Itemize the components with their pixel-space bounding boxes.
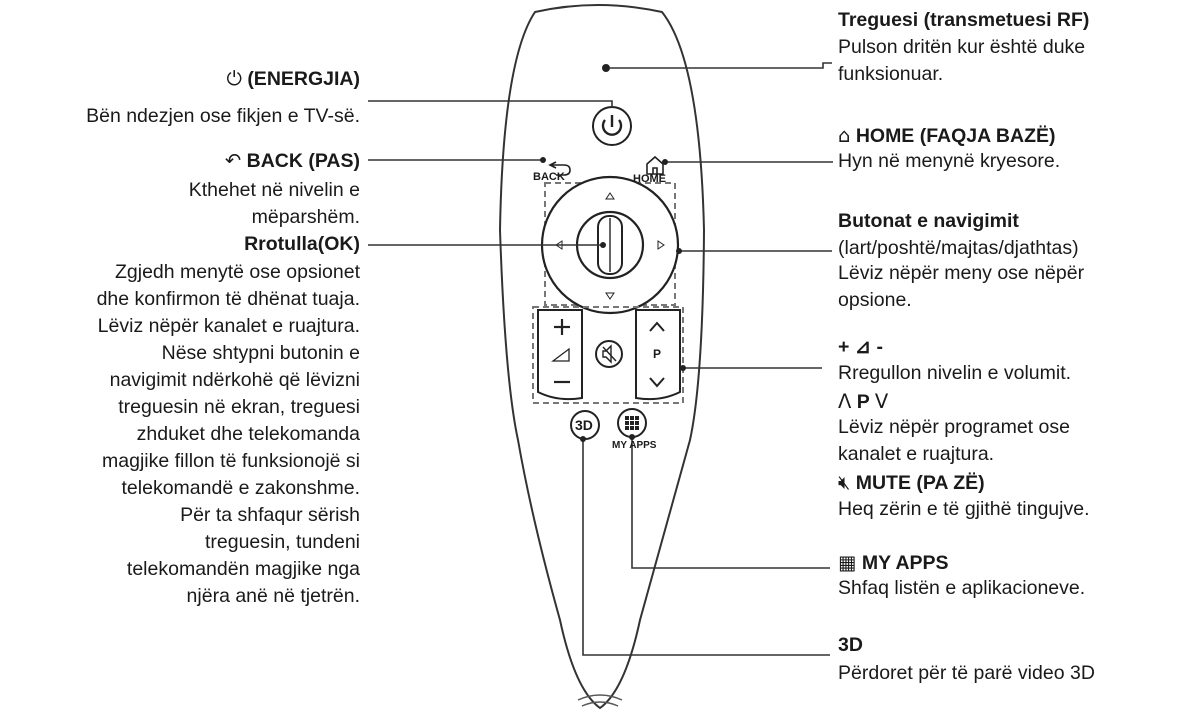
back-button[interactable] — [548, 161, 571, 176]
pointer-desc-2: funksionuar. — [838, 63, 944, 85]
mute-button[interactable] — [595, 340, 623, 368]
remote-3d-label: 3D — [575, 417, 593, 433]
power-button[interactable] — [592, 106, 632, 146]
program-title: P — [856, 391, 870, 413]
volume-triangle-icon — [551, 347, 570, 362]
my-apps-button[interactable] — [617, 408, 647, 438]
back-desc-1: Kthehet në nivelin e — [188, 179, 360, 201]
power-icon — [601, 119, 623, 136]
back-title: BACK (PAS) — [246, 150, 360, 172]
wheel-desc-1: Zgjedh menytë ose opsionet — [115, 261, 360, 283]
program-label: ᐱ P ᐯ — [838, 390, 888, 414]
volume-up-button[interactable] — [554, 319, 570, 335]
wheel-desc-7: zhduket dhe telekomanda — [136, 423, 360, 445]
nav-title: Butonat e navigimit — [838, 210, 1019, 232]
home-title: HOME (FAQJA BAZË) — [855, 125, 1056, 147]
chevron-down-icon[interactable] — [649, 377, 665, 388]
back-arrow-icon — [548, 161, 571, 176]
wheel-desc-11: treguesin, tundeni — [204, 531, 360, 553]
home-label: ⌂ HOME (FAQJA BAZË) — [838, 124, 1056, 148]
remote-back-label: BACK — [533, 171, 565, 183]
volume-desc: Rregullon nivelin e volumit. — [838, 362, 1072, 384]
nav-up-arrow[interactable] — [605, 192, 615, 200]
nav-right-arrow[interactable] — [657, 240, 665, 250]
wheel-title: Rrotulla(OK) — [244, 233, 360, 255]
remote-myapps-label: MY APPS — [612, 440, 657, 451]
program-desc-1: Lëviz nëpër programet ose — [838, 416, 1070, 438]
remote-tip — [577, 694, 623, 707]
back-desc-2: mëparshëm. — [251, 206, 360, 228]
mute-icon: 🔇︎ — [838, 471, 851, 494]
leader-pointer — [610, 62, 832, 69]
home-icon — [646, 155, 664, 175]
chevron-up-icon[interactable] — [649, 321, 665, 332]
wheel-desc-8: magjike fillon të funksionojë si — [102, 450, 360, 472]
nav-down-arrow[interactable] — [605, 292, 615, 300]
threed-title: 3D — [838, 634, 863, 656]
wheel-desc-12: telekomandën magjike nga — [126, 558, 360, 580]
home-button[interactable] — [646, 155, 664, 175]
channel-rocker[interactable] — [635, 309, 681, 401]
volume-rocker[interactable] — [537, 309, 583, 401]
apps-grid-icon: ▦ — [838, 551, 857, 574]
wheel-desc-6: treguesin në ekran, treguesi — [118, 396, 360, 418]
mute-desc: Heq zërin e të gjithë tingujve. — [838, 498, 1090, 520]
leader-power — [368, 100, 613, 107]
back-arrow-icon: ↶ — [224, 149, 242, 172]
leader-3d — [582, 439, 830, 656]
nav-desc-1: (lart/poshtë/majtas/djathtas) — [838, 237, 1079, 259]
apps-desc: Shfaq listën e aplikacioneve. — [838, 577, 1086, 599]
nav-desc-2: Lëviz nëpër meny ose nëpër — [838, 262, 1085, 284]
mute-icon — [602, 344, 617, 364]
threed-desc: Përdoret për të parë video 3D — [838, 662, 1095, 684]
apps-title: MY APPS — [861, 552, 949, 574]
leader-apps — [631, 437, 830, 569]
power-icon: ⏻ — [226, 67, 242, 90]
vol-ch-area-outline — [532, 306, 684, 404]
nav-desc-3: opsione. — [838, 289, 912, 311]
remote-home-label: HOME — [633, 173, 666, 185]
pointer-desc-1: Pulson dritën kur është duke — [838, 36, 1086, 58]
remote-p-label: P — [653, 347, 662, 361]
pointer-title: Treguesi (transmetuesi RF) — [838, 9, 1090, 31]
power-label: ⏻ (ENERGJIA) — [226, 67, 360, 91]
wheel-desc-5: navigimit ndërkohë që lëvizni — [109, 369, 360, 391]
wheel-desc-10: Për ta shfaqur sërish — [180, 504, 360, 526]
mute-title: MUTE (PA ZË) — [855, 472, 985, 494]
volume-title: + ⊿ - — [838, 336, 884, 358]
wheel-desc-13: njëra anë në tjetrën. — [186, 585, 360, 607]
apps-label: ▦ MY APPS — [838, 551, 949, 575]
wheel-desc-3: Lëviz nëpër kanalet e ruajtura. — [97, 315, 360, 337]
mute-label: 🔇︎ MUTE (PA ZË) — [838, 471, 985, 495]
wheel-desc-2: dhe konfirmon të dhënat tuaja. — [96, 288, 360, 310]
home-desc: Hyn në menynë kryesore. — [838, 150, 1061, 172]
wheel-desc-4: Nëse shtypni butonin e — [161, 342, 360, 364]
ok-wheel[interactable] — [575, 210, 645, 280]
power-title: (ENERGJIA) — [247, 68, 360, 90]
apps-grid-icon — [625, 416, 639, 430]
power-desc: Bën ndezjen ose fikjen e TV-së. — [86, 105, 360, 127]
home-icon: ⌂ — [838, 124, 851, 147]
wheel-desc-9: telekomandë e zakonshme. — [121, 477, 360, 499]
program-desc-2: kanalet e ruajtura. — [838, 443, 995, 465]
chevron-up-icon: ᐱ — [838, 390, 852, 413]
chevron-down-icon: ᐯ — [874, 390, 889, 413]
back-label: ↶ BACK (PAS) — [225, 149, 360, 173]
pointer-dot — [602, 64, 610, 72]
